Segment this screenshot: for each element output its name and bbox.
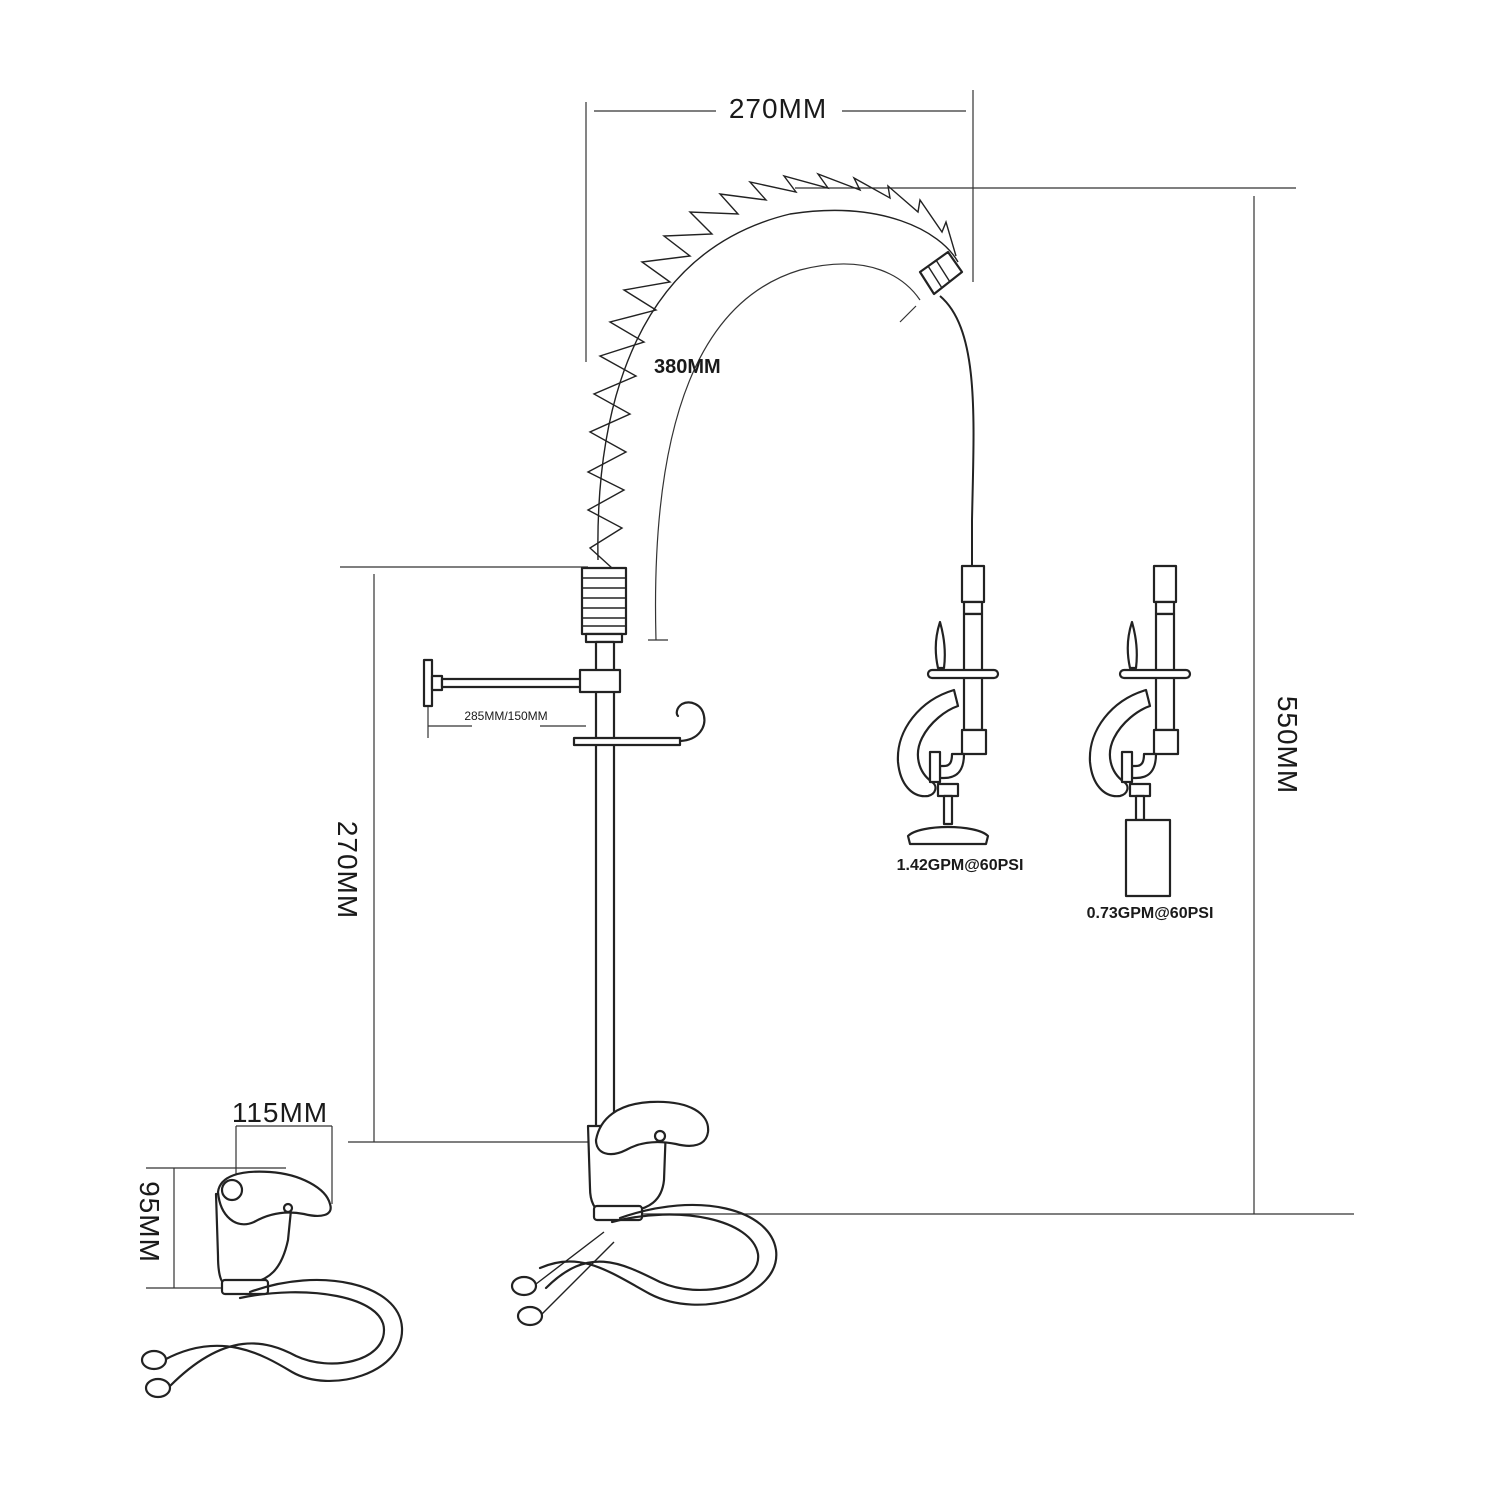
spray1-nozzle-nut	[936, 782, 960, 798]
label-base-width: 115MM	[232, 1097, 328, 1128]
hose-loop-inner	[544, 1213, 760, 1291]
side-view-mixer	[140, 1170, 404, 1399]
side-hose-nut-2	[144, 1377, 172, 1399]
side-mixer-screw	[282, 1202, 294, 1214]
side-mixer-lever	[216, 1170, 332, 1226]
hose-line-2	[541, 1241, 615, 1315]
riser-column	[422, 566, 706, 1130]
label-height-lower: 270MM	[332, 821, 363, 919]
spray2-clip	[1126, 620, 1138, 670]
side-mixer-knob	[220, 1178, 244, 1202]
dimension-labels: 270MM 380MM 285MM/150MM 270MM 550MM 115M…	[134, 93, 1303, 1263]
spray1-collar	[962, 600, 984, 616]
spray1-shower-face	[906, 825, 990, 846]
hose-nut-2	[516, 1305, 544, 1327]
mixer-screw	[653, 1129, 667, 1143]
label-flow-jet: 0.73GPM@60PSI	[1087, 905, 1214, 922]
spring-end-cap	[918, 250, 964, 296]
label-base-height: 95MM	[134, 1181, 165, 1263]
spray1-clip	[934, 620, 946, 670]
label-top-width: 270MM	[729, 93, 827, 124]
spray2-nozzle-stem	[1134, 794, 1146, 822]
wall-plate-boss	[430, 674, 444, 692]
hose-nut-1	[510, 1275, 538, 1297]
main-mixer-base	[510, 1100, 778, 1327]
label-hose-length: 380MM	[654, 356, 721, 378]
spray2-jet-nozzle	[1124, 818, 1172, 898]
wall-plate	[422, 658, 434, 708]
hook-bar	[572, 736, 682, 747]
side-hose-nut-1	[140, 1349, 168, 1371]
spray1-trigger	[896, 688, 960, 798]
spray1-elbow	[938, 752, 966, 780]
spring-zigzag	[586, 172, 957, 569]
label-arm-length: 285MM/150MM	[464, 709, 547, 723]
collar-ring	[584, 632, 624, 644]
spray2-handle-ring	[1118, 668, 1192, 680]
spray2-collar	[1154, 600, 1176, 616]
spring-coil	[586, 172, 964, 569]
dim-hose-arc	[654, 263, 921, 641]
hook-curve	[675, 701, 706, 743]
spray-head-jet	[1088, 564, 1192, 898]
spray2-upper-sleeve	[1152, 564, 1178, 604]
riser-tube	[594, 640, 616, 1130]
dim-hose-arc-tick	[899, 305, 917, 323]
spray2-trigger	[1088, 688, 1152, 798]
spray1-nozzle-stem	[942, 794, 954, 826]
spray-head-shower	[896, 564, 1000, 846]
spray2-valve	[1120, 750, 1134, 784]
spray-hose	[939, 295, 975, 566]
spray1-handle-ring	[926, 668, 1000, 680]
label-height-total: 550MM	[1272, 696, 1303, 794]
side-hose-outer	[162, 1278, 404, 1382]
spring-inner-hose	[597, 209, 959, 561]
spray2-elbow-block	[1152, 728, 1180, 756]
side-mixer-shank	[220, 1278, 270, 1296]
label-flow-spray: 1.42GPM@60PSI	[897, 857, 1024, 874]
spray2-elbow	[1130, 752, 1158, 780]
wall-arm-clamp	[578, 668, 622, 694]
spring-collar-threads	[582, 577, 626, 627]
hose-loop-outer	[538, 1203, 778, 1306]
side-hose-inner	[168, 1291, 386, 1388]
mixer-lever	[594, 1100, 710, 1156]
spray1-valve	[928, 750, 942, 784]
spray1-upper-sleeve	[960, 564, 986, 604]
hose-line-1	[535, 1231, 605, 1285]
spring-end-ring-1	[927, 265, 943, 289]
spring-end-ring-2	[935, 259, 951, 283]
spray2-nozzle-nut	[1128, 782, 1152, 798]
wall-arm-bar	[440, 677, 584, 689]
spray1-elbow-block	[960, 728, 988, 756]
